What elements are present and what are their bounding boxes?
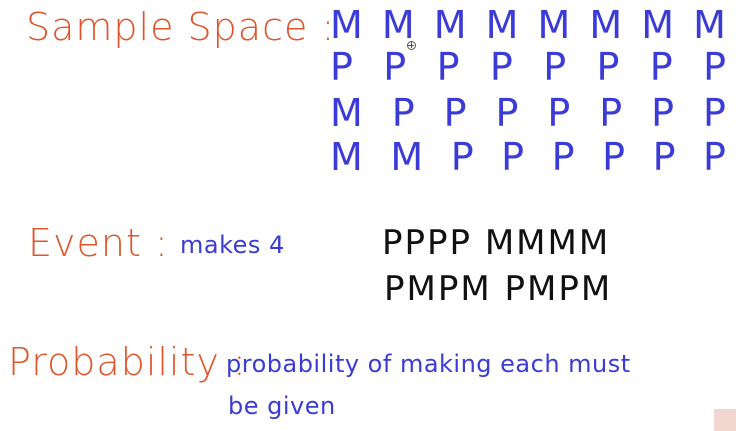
- event-outcomes-line-1: PPPP MMMM: [382, 223, 611, 263]
- event-label: Event :: [28, 221, 169, 265]
- corner-block: [714, 409, 736, 431]
- outcome-letter: P: [495, 91, 519, 135]
- outcome-letter: P: [599, 91, 623, 135]
- sample-space-label: Sample Space :: [26, 5, 336, 49]
- outcome-letter: P: [703, 135, 726, 179]
- sample-row-1: M M M M M M M M: [330, 6, 726, 44]
- outcome-letter: M: [390, 135, 424, 179]
- outcome-letter: P: [501, 135, 525, 179]
- sample-row-3: M P P P P P P P: [330, 94, 726, 132]
- outcome-letter: P: [547, 91, 571, 135]
- probability-note-line-2: be given: [228, 392, 336, 420]
- outcome-letter: P: [703, 45, 726, 89]
- outcome-letter: P: [596, 45, 620, 89]
- outcome-letter: P: [330, 45, 353, 89]
- crosshair-cursor-icon: [407, 41, 416, 50]
- outcome-letter: M: [381, 3, 415, 47]
- outcome-letter: P: [649, 45, 673, 89]
- outcome-letter: P: [602, 135, 626, 179]
- probability-note-line-1: probability of making each must: [226, 350, 631, 378]
- outcome-letter: P: [450, 135, 474, 179]
- outcome-letter: M: [693, 3, 726, 47]
- outcome-letter: P: [489, 45, 513, 89]
- outcome-letter: M: [330, 135, 363, 179]
- outcome-letter: P: [443, 91, 467, 135]
- outcome-letter: P: [703, 91, 726, 135]
- outcome-letter: M: [330, 91, 363, 135]
- outcome-letter: P: [383, 45, 407, 89]
- outcome-letter: M: [485, 3, 519, 47]
- sample-row-2: P P P P P P P P: [330, 48, 726, 86]
- event-description: makes 4: [180, 231, 285, 259]
- outcome-letter: P: [551, 135, 575, 179]
- probability-label: Probability :: [8, 340, 247, 384]
- outcome-letter: M: [330, 3, 363, 47]
- outcome-letter: P: [543, 45, 567, 89]
- outcome-letter: P: [436, 45, 460, 89]
- outcome-letter: P: [651, 91, 675, 135]
- outcome-letter: P: [652, 135, 676, 179]
- outcome-letter: M: [589, 3, 623, 47]
- outcome-letter: M: [537, 3, 571, 47]
- outcome-letter: M: [641, 3, 675, 47]
- outcome-letter: P: [391, 91, 415, 135]
- sample-row-4: M M P P P P P P: [330, 138, 726, 176]
- outcome-letter: M: [433, 3, 467, 47]
- event-outcomes-line-2: PMPM PMPM: [384, 269, 613, 309]
